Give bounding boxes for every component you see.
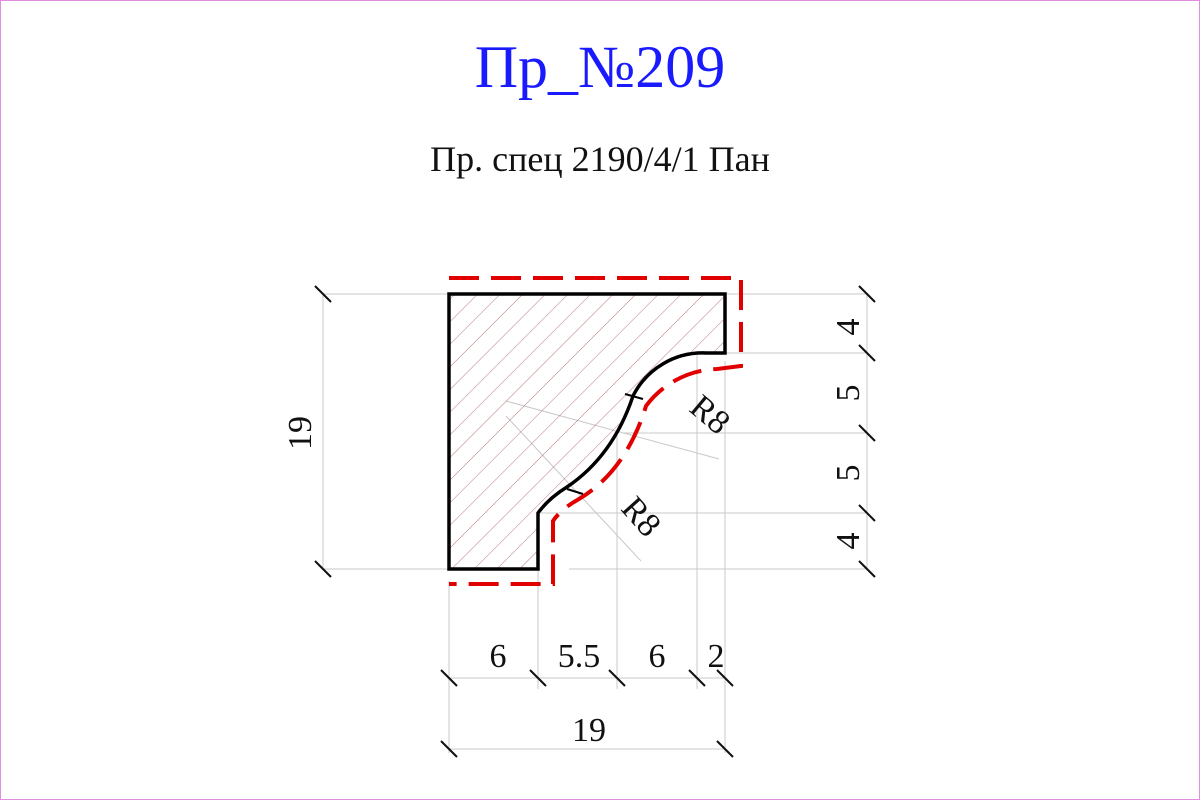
- profile-subtitle: Пр. спец 2190/4/1 Пан: [430, 139, 770, 179]
- dimension-ticks: [314, 285, 876, 758]
- dimension-lines: [322, 294, 868, 750]
- radius-upper-label: R8: [683, 388, 737, 442]
- dim-right-bottom: 4: [830, 533, 867, 550]
- dim-bottom-seg-4: 2: [708, 638, 725, 675]
- dim-height-total: 19: [282, 416, 319, 450]
- dim-bottom-seg-1: 6: [490, 638, 507, 675]
- dim-right-lower-mid: 5: [830, 465, 867, 482]
- profile-outline: [447, 292, 727, 571]
- radius-lower-label: R8: [614, 490, 668, 544]
- cut-line: [449, 276, 743, 586]
- profile-title: Пр_№209: [474, 34, 726, 100]
- dim-bottom-seg-2: 5.5: [558, 638, 601, 675]
- arc-ticks: [566, 393, 644, 495]
- section-hatching: [449, 294, 725, 569]
- dim-bottom-seg-3: 6: [649, 638, 666, 675]
- dim-right-top: 4: [830, 319, 867, 336]
- dim-right-upper-mid: 5: [830, 385, 867, 402]
- dim-width-total: 19: [572, 712, 606, 749]
